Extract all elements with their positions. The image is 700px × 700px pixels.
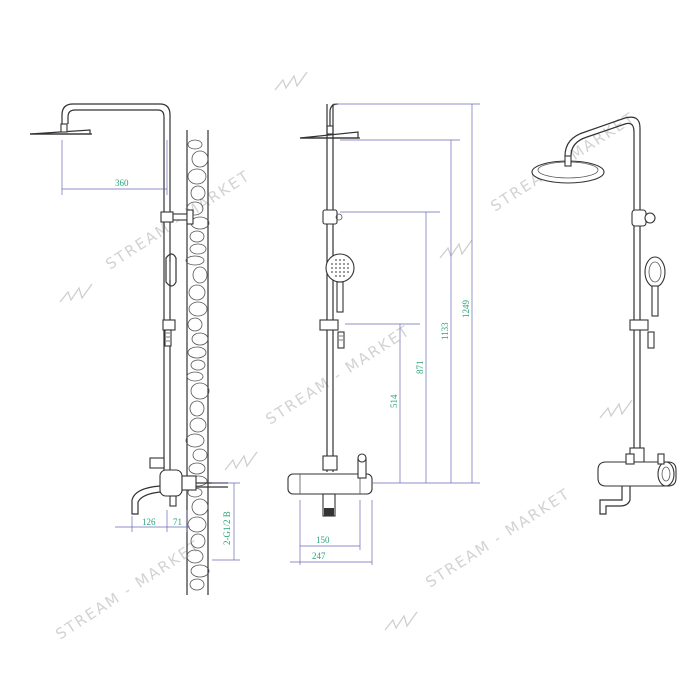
dim-inlet-thread: 2-G1/2 B: [222, 511, 232, 545]
wall-stone: [187, 516, 207, 533]
nozzle-dot: [335, 267, 337, 269]
wall-stone: [190, 185, 206, 201]
watermark-signature: [384, 611, 418, 631]
dim-mixer-to-handshower: 514: [389, 394, 399, 408]
hand-shower-front: [319, 253, 355, 349]
nozzle-dot: [331, 271, 333, 273]
nozzle-dot: [343, 267, 345, 269]
wall-stone: [190, 382, 210, 400]
nozzle-dot: [343, 271, 345, 273]
wall-stone: [192, 266, 208, 284]
wall-stone: [191, 498, 209, 516]
wall-stone: [185, 433, 205, 448]
perspective-view: [531, 116, 677, 515]
dim-body-width: 150: [316, 535, 330, 545]
watermark-layer: STREAM - MARKET STREAM - MARKET STREAM -…: [52, 71, 639, 643]
wall-stone: [192, 448, 208, 462]
wall-bracket-front: [322, 209, 343, 225]
watermark-signature: [274, 71, 308, 91]
nozzle-dot: [335, 259, 337, 261]
dim-body-total-width: 247: [312, 551, 326, 561]
watermark-signature: [599, 399, 633, 419]
wall-stone: [190, 533, 206, 549]
wall-bracket: [160, 209, 194, 225]
wall-stone: [189, 230, 205, 243]
wall-stone: [190, 359, 206, 371]
hand-shower-perspective: [629, 256, 666, 349]
wall-stone: [189, 578, 205, 591]
dim-head-diameter: 360: [115, 178, 129, 188]
dim-mixer-to-top: 1249: [461, 300, 471, 319]
wall-stone: [188, 301, 208, 317]
wall-stone: [186, 549, 204, 564]
watermark-signature: [224, 451, 258, 471]
nozzle-dot: [335, 271, 337, 273]
watermark-text: STREAM - MARKET: [52, 536, 203, 643]
wall-stone: [189, 400, 205, 417]
dim-spout-offset: 71: [173, 517, 182, 527]
watermark-text: STREAM - MARKET: [422, 484, 573, 591]
bath-spout: [131, 485, 161, 515]
arm-and-riser-perspective: [564, 116, 641, 460]
front-view: 514 871 1133 1249 150 247: [287, 103, 480, 565]
thermostatic-mixer-perspective: [597, 447, 677, 487]
watermark-signature: [439, 239, 473, 259]
dim-mixer-to-slider: 871: [415, 361, 425, 375]
dim-mixer-to-bracket: 1133: [440, 322, 450, 340]
wall-stone: [190, 564, 210, 578]
wall-stone: [185, 255, 205, 266]
side-view: 360 126 71 2-G1/2 B: [29, 103, 240, 595]
thermostatic-mixer-front: [287, 453, 373, 517]
wall-stone: [190, 216, 210, 230]
wall-stone: [187, 168, 207, 185]
riser-front: [326, 104, 334, 472]
wall-stone: [186, 201, 204, 216]
wall-bracket-perspective: [631, 209, 656, 227]
rain-shower-head-front: [299, 103, 360, 139]
front-view-dimensions: 514 871 1133 1249 150 247: [290, 104, 473, 565]
watermark-signature: [59, 283, 93, 303]
nozzle-dot: [343, 263, 345, 265]
wall-stone: [187, 317, 203, 332]
wall-stone: [189, 243, 207, 255]
rain-shower-head: [29, 123, 92, 135]
nozzle-dot: [339, 275, 341, 277]
nozzle-dot: [343, 259, 345, 261]
wall-stone: [191, 150, 209, 168]
side-view-dimensions: 360 126 71 2-G1/2 B: [61, 140, 240, 561]
wall-stone: [186, 371, 204, 382]
nozzle-dot: [335, 263, 337, 265]
wall-stone: [187, 346, 207, 359]
nozzle-dot: [343, 275, 345, 277]
nozzle-dot: [347, 263, 349, 265]
wall-stone: [188, 284, 206, 301]
nozzle-dot: [331, 263, 333, 265]
nozzle-dot: [339, 259, 341, 261]
rain-shower-head-perspective: [531, 155, 605, 184]
nozzle-dot: [335, 275, 337, 277]
wall-stone: [189, 417, 207, 433]
nozzle-dot: [347, 267, 349, 269]
thermostatic-mixer: [149, 457, 228, 507]
nozzle-dot: [331, 267, 333, 269]
nozzle-dot: [339, 271, 341, 273]
wall-stone: [188, 462, 206, 475]
dim-spout-reach: 126: [142, 517, 156, 527]
nozzle-dot: [339, 267, 341, 269]
shower-arm-and-riser: [61, 103, 171, 470]
nozzle-dot: [347, 271, 349, 273]
wall-stone: [191, 332, 209, 346]
hand-shower: [162, 253, 177, 347]
bath-spout-perspective: [599, 486, 631, 515]
wall-stone: [187, 139, 203, 150]
nozzle-dot: [339, 263, 341, 265]
